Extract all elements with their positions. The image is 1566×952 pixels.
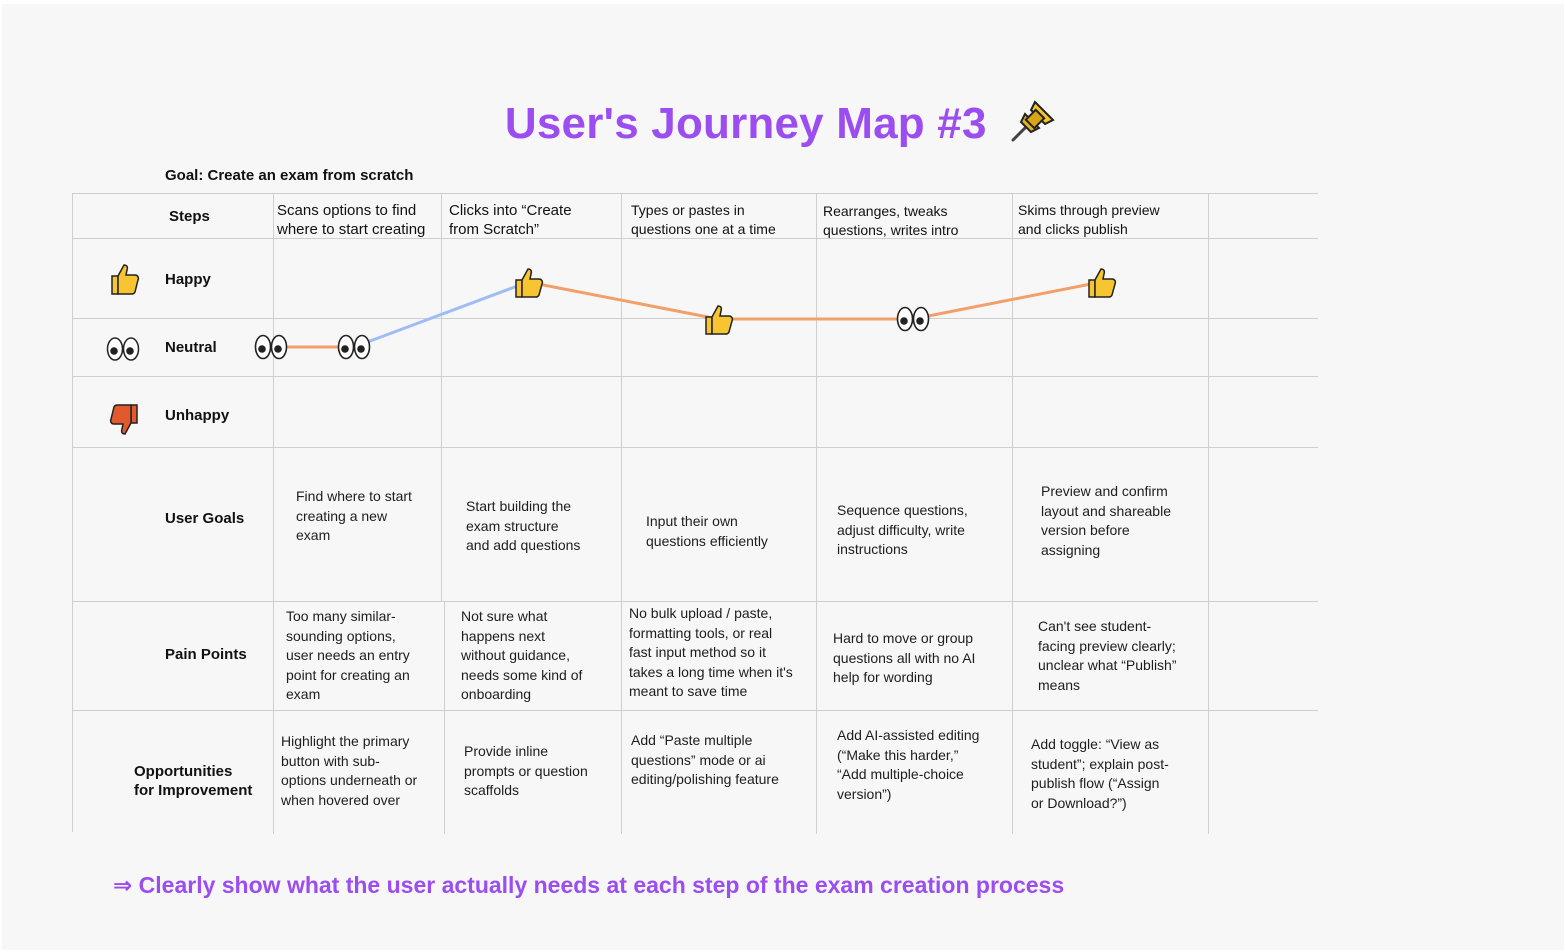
row-label-happy: Happy: [165, 271, 211, 288]
journey-segment-3: [527, 280, 719, 321]
step-header-1-line1: Scans options to find: [277, 202, 417, 219]
row-label-opportunities-line1: Opportunities: [134, 763, 233, 780]
step-header-4-line2: questions, writes intro: [823, 222, 959, 238]
eyes-icon: [106, 337, 140, 361]
journey-point-4-thumbs-up-icon: [705, 305, 734, 335]
row-label-unhappy: Unhappy: [165, 407, 230, 424]
pain-point-4: Hard to move or group questions all with…: [833, 630, 976, 685]
grid-col-6: [1208, 193, 1209, 834]
row-label-steps: Steps: [169, 208, 210, 225]
grid-line-steps: [72, 238, 1318, 239]
row-label-user-goals: User Goals: [165, 510, 245, 527]
page-title: User's Journey Map #3: [0, 96, 1566, 149]
step-header-2: Clicks into “Create from Scratch”: [449, 201, 572, 239]
step-header-2-line2: from Scratch”: [449, 221, 540, 238]
pain-point-5: Can't see student- facing preview clearl…: [1038, 618, 1177, 693]
user-goal-4: Sequence questions, adjust difficulty, w…: [837, 502, 968, 557]
journey-segment-2: [353, 280, 529, 349]
page-title-text: User's Journey Map #3: [504, 99, 987, 148]
step-header-5-line1: Skims through preview: [1018, 202, 1160, 218]
opportunity-1: Highlight the primary button with sub- o…: [281, 733, 418, 808]
grid-col-1: [273, 193, 274, 834]
grid-col-2b: [444, 601, 445, 834]
step-header-3-line1: Types or pastes in: [631, 202, 745, 218]
thumbs-down-icon: [109, 404, 138, 435]
row-label-opportunities: Opportunities for Improvement: [134, 762, 252, 800]
user-goal-3: Input their own questions efficiently: [646, 513, 768, 549]
footer-takeaway: ⇒ Clearly show what the user actually ne…: [113, 872, 1065, 898]
grid-line-top: [72, 193, 1318, 194]
step-header-3-line2: questions one at a time: [631, 221, 776, 237]
pain-point-1: Too many similar- sounding options, user…: [286, 608, 410, 702]
grid-col-5: [1012, 193, 1013, 834]
grid-col-4: [816, 193, 817, 834]
journey-point-1-eyes-icon: [254, 334, 288, 360]
opportunity-3: Add “Paste multiple questions” mode or a…: [631, 732, 779, 787]
goal-label: Goal: Create an exam from scratch: [165, 167, 414, 184]
step-header-2-line1: Clicks into “Create: [449, 202, 572, 219]
opportunity-2: Provide inline prompts or question scaff…: [464, 743, 588, 798]
step-header-5: Skims through preview and clicks publish: [1018, 201, 1160, 239]
user-goal-5: Preview and confirm layout and shareable…: [1041, 483, 1171, 558]
board-canvas: [2, 4, 1564, 950]
grid-col-2: [441, 193, 442, 601]
step-header-1-line2: where to start creating: [277, 221, 426, 238]
journey-point-5-eyes-icon: [896, 306, 930, 332]
step-header-3: Types or pastes in questions one at a ti…: [631, 201, 776, 239]
journey-point-3-thumbs-up-icon: [515, 268, 544, 298]
pain-point-2: Not sure what happens next without guida…: [461, 608, 583, 702]
step-header-4-line1: Rearranges, tweaks: [823, 203, 948, 219]
step-header-5-line2: and clicks publish: [1018, 221, 1128, 237]
user-goal-2: Start building the exam structure and ad…: [466, 498, 581, 553]
step-header-1: Scans options to find where to start cre…: [277, 201, 425, 239]
pain-point-3: No bulk upload / paste, formatting tools…: [629, 605, 793, 699]
pushpin-icon: [1011, 100, 1055, 142]
thumbs-up-icon: [111, 264, 140, 295]
opportunity-5: Add toggle: “View as student”; explain p…: [1031, 736, 1169, 811]
journey-point-6-thumbs-up-icon: [1088, 268, 1117, 298]
step-header-4: Rearranges, tweaks questions, writes int…: [823, 202, 958, 240]
row-label-neutral: Neutral: [165, 339, 217, 356]
grid-line-pain: [72, 710, 1318, 711]
user-goal-1: Find where to start creating a new exam: [296, 488, 412, 543]
grid-col-3: [621, 193, 622, 834]
grid-line-neutral: [72, 376, 1318, 377]
grid-line-goals: [72, 601, 1318, 602]
journey-segment-5: [912, 280, 1102, 321]
opportunity-4: Add AI-assisted editing (“Make this hard…: [837, 727, 980, 802]
journey-point-2-eyes-icon: [337, 334, 371, 360]
grid-col-0: [72, 193, 73, 832]
grid-line-unhappy: [72, 447, 1318, 448]
row-label-pain-points: Pain Points: [165, 646, 247, 663]
row-label-opportunities-line2: for Improvement: [134, 782, 253, 799]
grid-line-happy: [72, 318, 1318, 319]
